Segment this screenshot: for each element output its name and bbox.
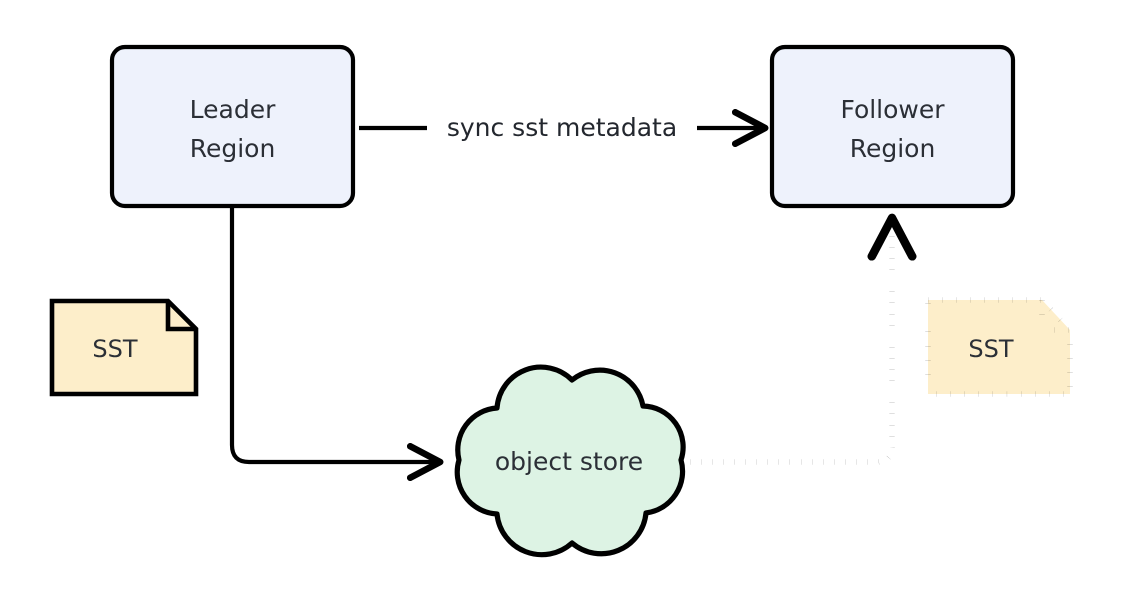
node-leader-region[interactable]: Leader Region (109, 44, 356, 209)
node-sst-left-label: SST (92, 335, 137, 363)
node-leader-region-label-line1: Leader (190, 95, 276, 124)
edge-sync-metadata-label: sync sst metadata (447, 113, 677, 142)
node-sst-left[interactable]: SST (49, 298, 199, 397)
node-sst-right-shape[interactable] (925, 297, 1073, 397)
node-object-store[interactable]: object store (454, 364, 686, 558)
node-follower-region-shape[interactable] (769, 44, 1016, 209)
node-follower-region-label-line2: Region (850, 134, 936, 163)
edge-leader-upload (229, 206, 437, 462)
edge-leader-upload-line (229, 206, 437, 462)
node-sst-right-label: SST (968, 335, 1013, 363)
node-sst-left-shape[interactable] (49, 298, 199, 397)
edge-store-download-line (690, 222, 892, 465)
edge-store-download (690, 222, 892, 465)
node-object-store-label: object store (495, 447, 643, 476)
edge-sync-metadata: sync sst metadata (359, 113, 762, 142)
node-sst-left-fold-icon (165, 301, 196, 332)
node-follower-region-label-line1: Follower (840, 95, 945, 124)
node-leader-region-label-line2: Region (190, 134, 276, 163)
node-object-store-shape[interactable] (454, 364, 686, 558)
node-sst-right[interactable]: SST (925, 297, 1073, 397)
node-follower-region[interactable]: Follower Region (769, 44, 1016, 209)
node-leader-region-shape[interactable] (109, 44, 356, 209)
